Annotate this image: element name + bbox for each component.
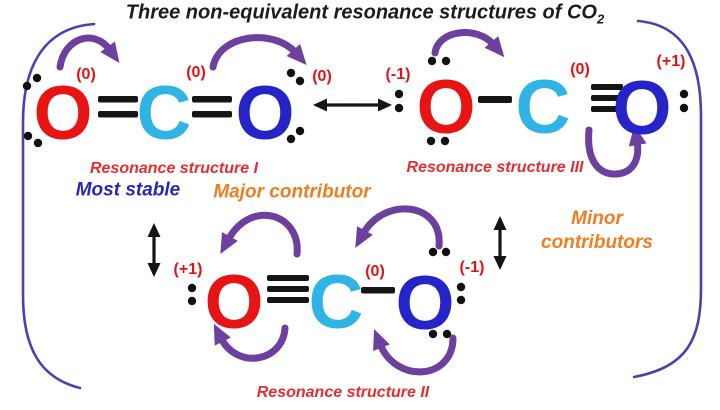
atom-O-right-sII: O: [395, 261, 455, 346]
left-bracket: [21, 22, 96, 390]
charge-O-right-sI: (0): [312, 68, 332, 85]
minor-contributors-line2: contributors: [541, 232, 653, 253]
bond-triple-sII: [267, 275, 309, 303]
charge-C-sI: (0): [186, 64, 206, 81]
charge-C-sIII: (0): [570, 61, 590, 78]
lone-pairs-sII: [187, 247, 466, 339]
bond-single-sIII: [478, 96, 512, 103]
charge-C-sII: (0): [365, 263, 385, 280]
minor-contributors-label: Minor contributors: [541, 207, 653, 255]
major-contributor-label: Major contributor: [213, 181, 371, 203]
atom-O-left-sII: O: [204, 260, 264, 345]
charge-O-left-sI: (0): [76, 66, 96, 83]
arrow-sIII-top: [431, 29, 505, 58]
lone-pairs-sI: [22, 68, 305, 148]
charge-O-left-sIII: (-1): [385, 66, 411, 83]
bond-single-sII: [361, 287, 395, 294]
arrow-sII-bottom-left: [213, 323, 289, 362]
charge-O-right-sIII: (+1): [656, 53, 686, 70]
arrow-sI-left: [56, 34, 120, 71]
arrow-sIII-bottom: [585, 125, 647, 178]
charge-O-left-sII: (+1): [173, 261, 203, 278]
bond-double-right-sI: [192, 96, 232, 118]
atom-O-left-sIII: O: [416, 65, 476, 150]
arrow-sI-right: [209, 34, 307, 71]
title-text: Three non-equivalent resonance structure…: [125, 1, 597, 24]
charge-O-right-sII: (-1): [459, 259, 485, 276]
atom-O-right-sIII: O: [612, 66, 672, 151]
electron-arrows: [56, 29, 647, 376]
arrow-sII-top-right: [355, 205, 443, 250]
label-structure-I: Resonance structure I: [89, 160, 259, 177]
atom-C-sI: C: [136, 71, 192, 156]
arrow-sII-top-left: [220, 211, 301, 258]
minor-contributors-line1: Minor: [571, 208, 623, 229]
title-subscript: 2: [596, 11, 605, 27]
bond-triple-sIII: [591, 84, 623, 112]
bond-double-left-sI: [98, 96, 138, 118]
label-structure-III: Resonance structure III: [406, 159, 584, 176]
atom-O-left-sI: O: [33, 71, 93, 156]
atom-C-sIII: C: [515, 65, 571, 150]
lone-pairs-sIII: [394, 56, 689, 146]
most-stable-label: Most stable: [75, 179, 181, 201]
label-structure-II: Resonance structure II: [256, 384, 430, 401]
arrow-sII-bottom-right: [373, 329, 457, 376]
atom-O-right-sI: O: [235, 71, 295, 156]
right-bracket: [632, 19, 703, 379]
diagram-title: Three non-equivalent resonance structure…: [126, 2, 604, 27]
atom-C-sII: C: [308, 260, 364, 345]
